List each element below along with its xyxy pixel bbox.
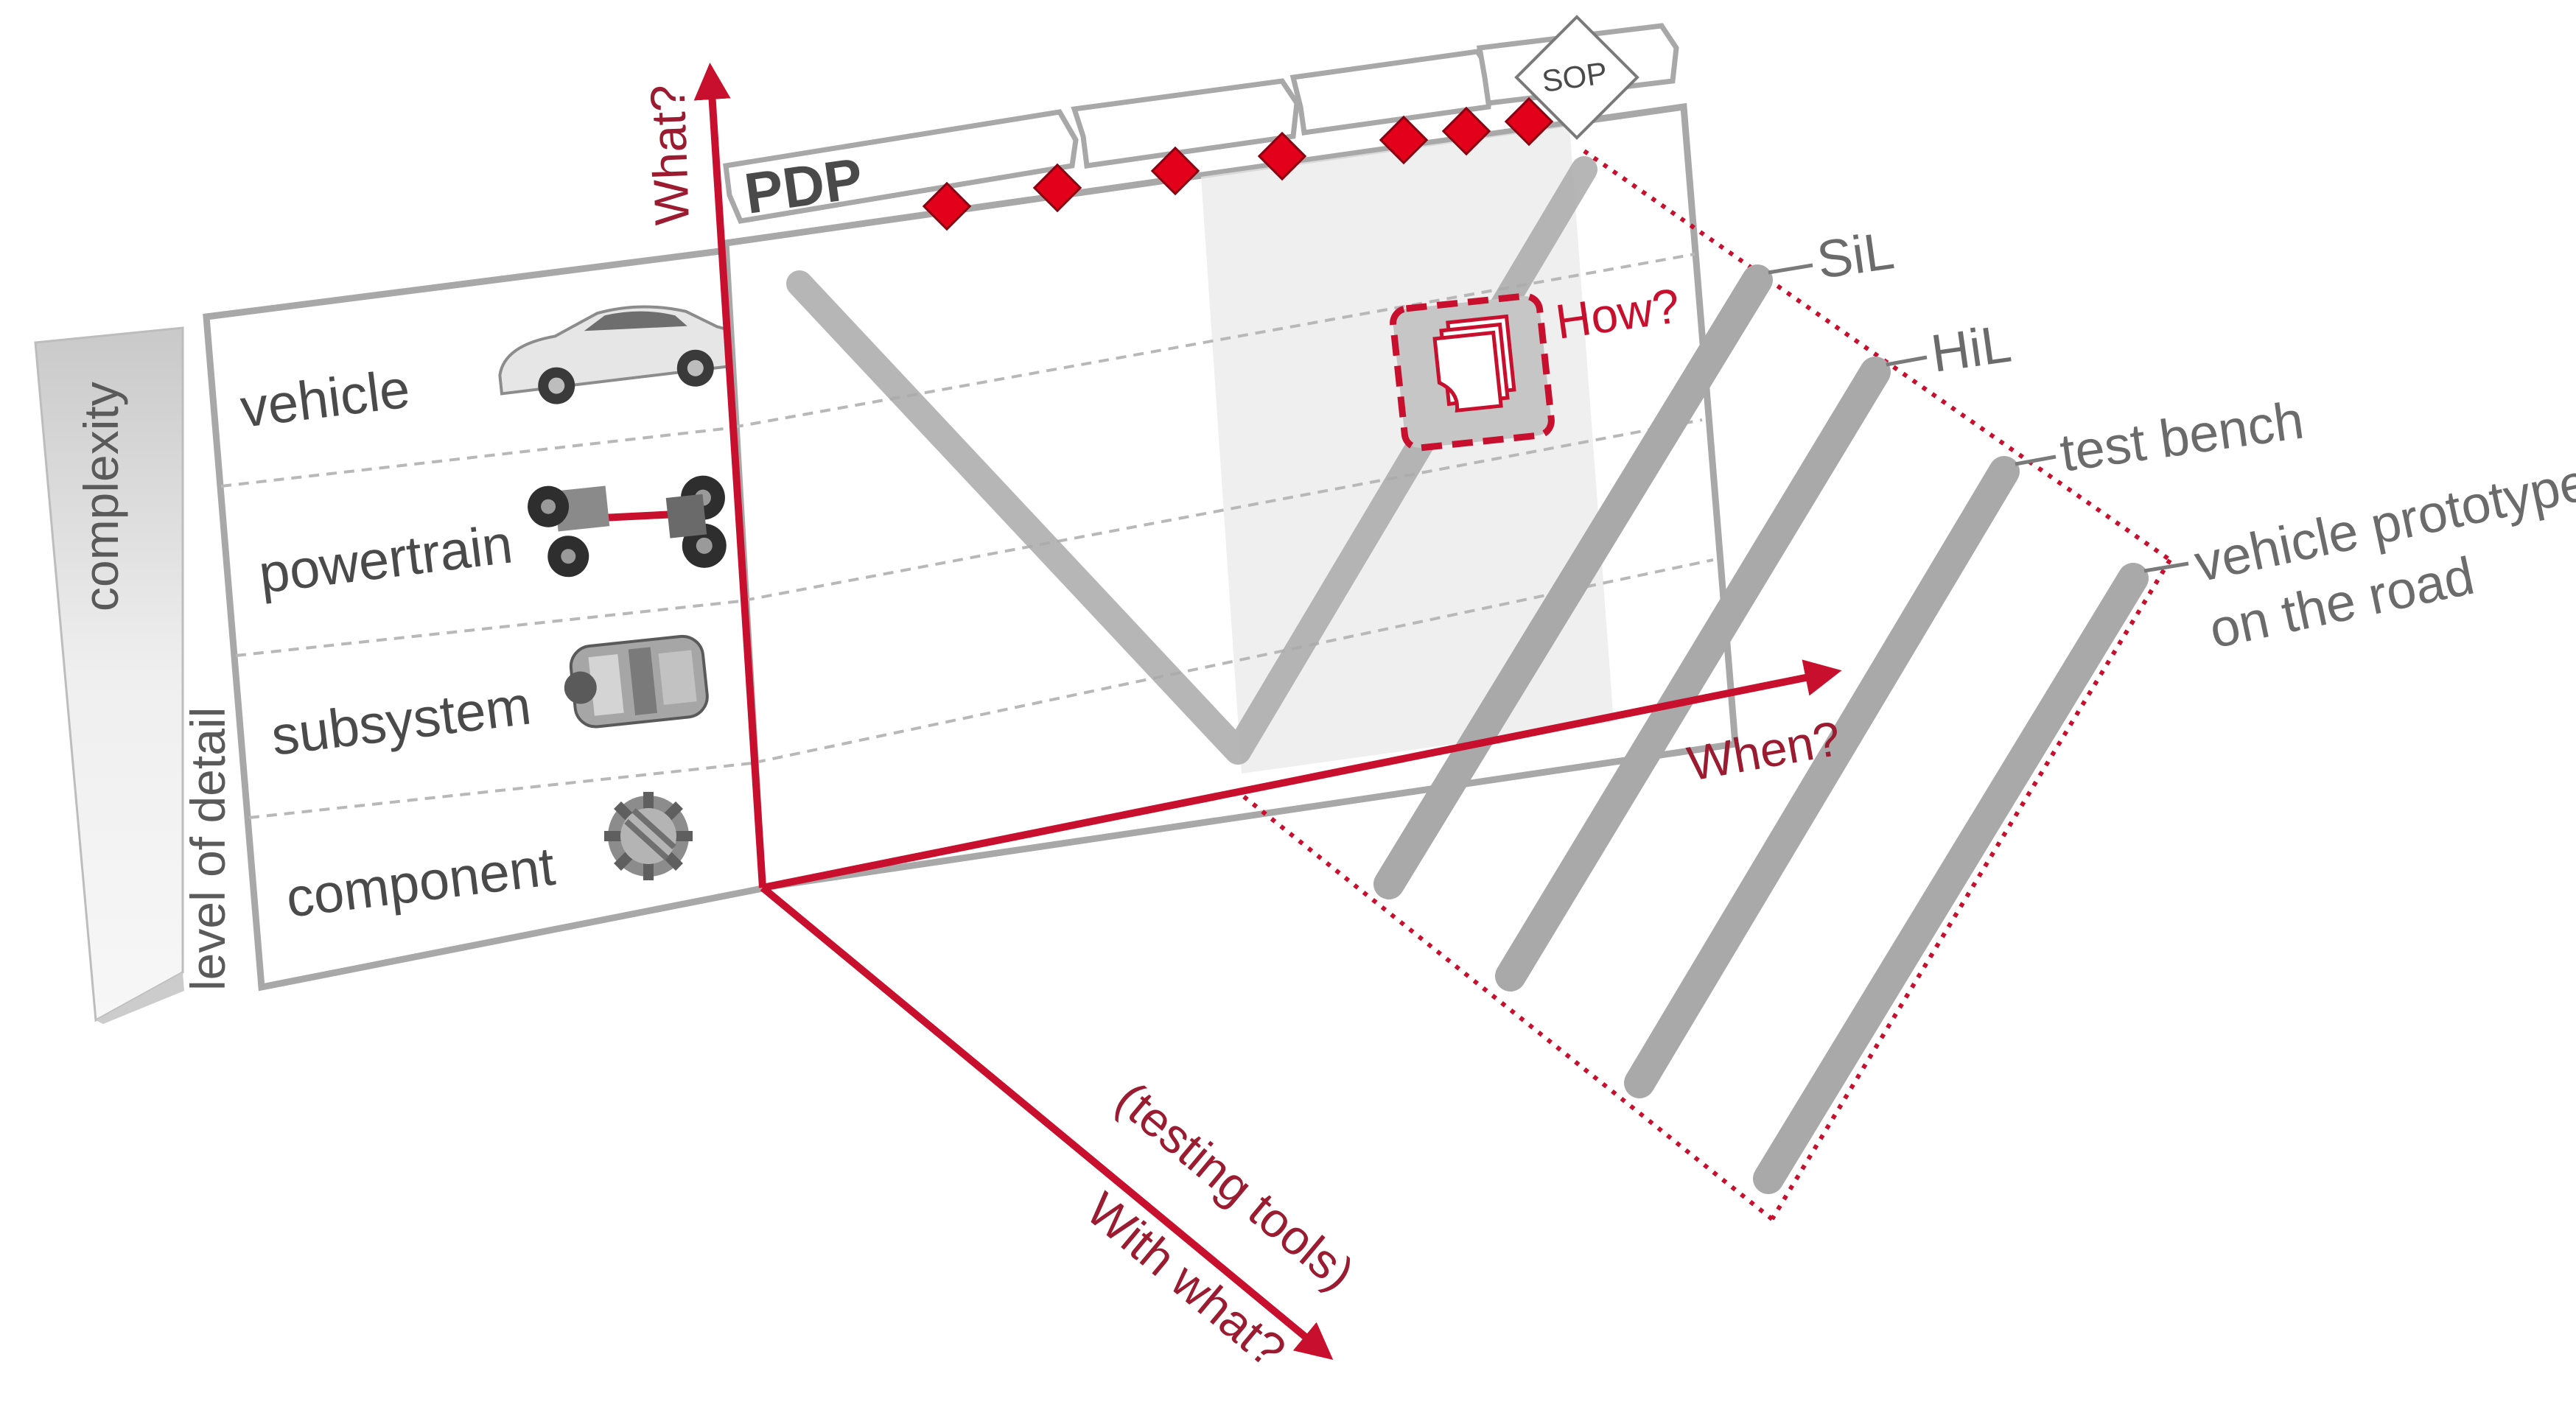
- tool-label-sil: SiL: [1813, 221, 1897, 290]
- vehicle-prototype-bar: [1753, 563, 2149, 1194]
- documents-icon: [1432, 314, 1516, 413]
- milestone-diamond: [1150, 146, 1200, 196]
- sil-bar: [1373, 264, 1773, 899]
- pdp-label: PDP: [741, 145, 867, 225]
- with-what-axis: [760, 885, 1334, 1360]
- tool-label-test-bench: test bench: [2057, 390, 2307, 483]
- milestone-diamond: [1504, 97, 1554, 147]
- timeline: PDP SOP: [723, 15, 1679, 231]
- tool-label-hil: HiL: [1928, 315, 2015, 384]
- tool-labels: [1768, 263, 2189, 573]
- level-of-detail-label: level of detail: [181, 707, 235, 991]
- sop-milestone: SOP: [1514, 15, 1639, 140]
- complexity-label: complexity: [74, 382, 128, 611]
- milestones: [922, 97, 1554, 231]
- level-panel: vehicle powertrain subsystem component: [203, 246, 770, 992]
- gearbox-icon: [564, 634, 709, 729]
- process-panel: How?: [722, 102, 1739, 892]
- milestone-diamond: [1257, 131, 1307, 181]
- milestone-diamond: [1441, 106, 1491, 156]
- how-box: How?: [1390, 278, 1683, 452]
- what-axis: [693, 63, 766, 888]
- complexity-wedge: complexity level of detail: [34, 326, 235, 1024]
- milestone-diamond: [1032, 163, 1082, 213]
- milestone-diamond: [1379, 115, 1429, 165]
- what-label: What?: [640, 84, 699, 226]
- tool-bars: [1373, 264, 2149, 1194]
- tools-projection: [1236, 149, 2172, 1221]
- gear-icon: [604, 792, 693, 880]
- hil-bar: [1495, 357, 1891, 992]
- powertrain-icon: [528, 475, 727, 578]
- milestone-diamond: [922, 181, 972, 231]
- axes: [693, 63, 1842, 1360]
- test-bench-bar: [1624, 456, 2020, 1098]
- when-axis: [762, 659, 1842, 891]
